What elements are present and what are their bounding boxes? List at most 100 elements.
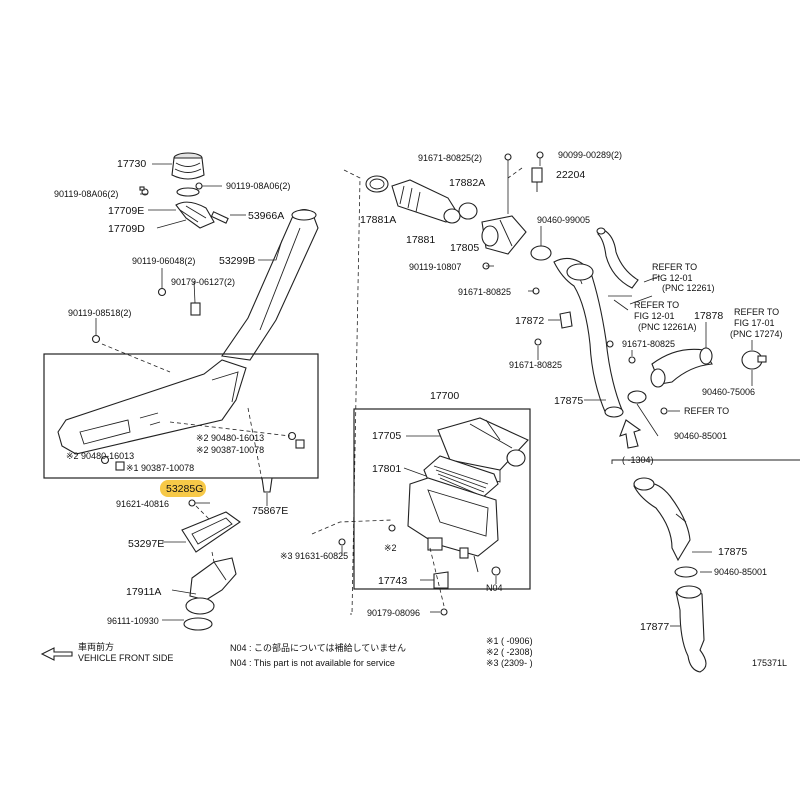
- bolt-icon[interactable]: [534, 338, 542, 346]
- air-inlet-plate-53297E[interactable]: [181, 511, 241, 553]
- label-90460-75006[interactable]: 90460-75006: [702, 387, 755, 397]
- label-96111-10930[interactable]: 96111-10930: [107, 616, 159, 626]
- nut-icon[interactable]: [491, 566, 501, 576]
- label-17805[interactable]: 17805: [450, 242, 479, 254]
- label-17875-b[interactable]: 17875: [718, 546, 747, 558]
- label-53297E[interactable]: 53297E: [128, 538, 164, 550]
- label-17877[interactable]: 17877: [640, 621, 669, 633]
- snorkel-lower-body[interactable]: [57, 359, 247, 455]
- clamp-ring[interactable]: [176, 187, 200, 197]
- label-90387-10078-a[interactable]: ※2 90387-10078: [196, 445, 264, 455]
- nut-icon[interactable]: [295, 439, 305, 449]
- hose-clamp-90460-99005[interactable]: [530, 245, 552, 261]
- label-90179-08096[interactable]: 90179-08096: [367, 608, 420, 618]
- label-91631-60825[interactable]: ※3 91631-60825: [280, 551, 348, 561]
- label-17881A[interactable]: 17881A: [360, 214, 396, 226]
- label-90119-08A06-a[interactable]: 90119-08A06(2): [54, 189, 118, 199]
- label-53966A[interactable]: 53966A: [248, 210, 284, 222]
- label-90119-10807[interactable]: 90119-10807: [409, 262, 461, 272]
- bracket-17743[interactable]: [433, 571, 449, 589]
- refer-fig-17-01[interactable]: REFER TO: [734, 307, 779, 317]
- label-90460-99005[interactable]: 90460-99005: [537, 215, 590, 225]
- snorkel-clamp[interactable]: [175, 201, 215, 229]
- hose-clamp-90460-85001-b[interactable]: [674, 566, 698, 578]
- bolt-icon[interactable]: [139, 186, 149, 196]
- intake-hose-17878[interactable]: [650, 347, 713, 388]
- bolt-icon[interactable]: [388, 524, 396, 532]
- label-90179-06127[interactable]: 90179-06127(2): [171, 277, 235, 287]
- label-17881[interactable]: 17881: [406, 234, 435, 246]
- label-17882A[interactable]: 17882A: [449, 177, 485, 189]
- label-91671-80825-mid[interactable]: 91671-80825: [458, 287, 511, 297]
- label-90119-08A06-b[interactable]: 90119-08A06(2): [226, 181, 290, 191]
- label-53285G[interactable]: 53285G: [166, 483, 203, 495]
- intake-hose-17881[interactable]: [391, 179, 461, 224]
- air-cleaner-case[interactable]: [407, 477, 499, 573]
- nut-icon[interactable]: [190, 302, 201, 316]
- air-intake-pipe-17877[interactable]: [675, 585, 707, 673]
- label-91671-80825-right[interactable]: 91671-80825: [622, 339, 675, 349]
- label-17730[interactable]: 17730: [117, 158, 146, 170]
- bolt-icon[interactable]: [504, 153, 512, 161]
- label-N04[interactable]: N04: [486, 583, 503, 593]
- label-17911A[interactable]: 17911A: [126, 586, 161, 598]
- refer-fig-12-01-b[interactable]: REFER TO: [634, 300, 679, 310]
- refer-to-note[interactable]: REFER TO: [684, 406, 729, 416]
- bolt-icon[interactable]: [338, 538, 346, 546]
- clip-75867E[interactable]: [261, 477, 273, 493]
- hose-clamp-17882A[interactable]: [458, 202, 478, 220]
- air-cleaner-cover-17705[interactable]: [437, 417, 529, 483]
- air-inlet-elbow-17911A[interactable]: [189, 557, 237, 601]
- label-17700[interactable]: 17700: [430, 390, 459, 402]
- bolt-icon[interactable]: [195, 182, 203, 190]
- bolt-icon[interactable]: [536, 151, 544, 159]
- refer-fig-12-01-a[interactable]: REFER TO: [652, 262, 697, 272]
- label-90480-16013-a[interactable]: ※2 90480-16013: [196, 433, 264, 443]
- intake-hose-17875[interactable]: [553, 257, 624, 418]
- bracket-17872[interactable]: [559, 311, 573, 329]
- label-22204[interactable]: 22204: [556, 169, 585, 181]
- label-17801[interactable]: 17801: [372, 463, 401, 475]
- label-75867E[interactable]: 75867E: [252, 505, 288, 517]
- air-flow-meter-17805[interactable]: [481, 215, 527, 255]
- bolt-icon[interactable]: [91, 334, 101, 344]
- bolt-icon[interactable]: [157, 287, 167, 297]
- label-90099-00289[interactable]: 90099-00289(2): [558, 150, 622, 160]
- label-91671-80825-top[interactable]: 91671-80825(2): [418, 153, 482, 163]
- sensor-22204[interactable]: [531, 167, 543, 192]
- label-90460-85001-b[interactable]: 90460-85001: [714, 567, 767, 577]
- label-17878[interactable]: 17878: [694, 310, 723, 322]
- snorkel-head-cap[interactable]: [171, 152, 205, 180]
- snorkel-pipe[interactable]: [221, 209, 319, 361]
- seal-53966A[interactable]: [210, 211, 229, 224]
- hose-band-96111[interactable]: [183, 617, 213, 631]
- label-17705[interactable]: 17705: [372, 430, 401, 442]
- hose-clamp-17881A[interactable]: [365, 175, 389, 193]
- label-91671-80825-low[interactable]: 91671-80825: [509, 360, 562, 370]
- label-17743[interactable]: 17743: [378, 575, 407, 587]
- label-90119-06048[interactable]: 90119-06048(2): [132, 256, 195, 266]
- intake-hose-17875-variant[interactable]: [633, 477, 691, 562]
- bolt-icon[interactable]: [188, 499, 196, 507]
- nut-icon[interactable]: [115, 461, 125, 471]
- label-17872[interactable]: 17872: [515, 315, 544, 327]
- label-90460-85001[interactable]: 90460-85001: [674, 431, 727, 441]
- bolt-icon[interactable]: [100, 455, 110, 465]
- label-91621-40816[interactable]: 91621-40816: [116, 499, 169, 509]
- label-90387-10078-b[interactable]: ※1 90387-10078: [126, 463, 194, 473]
- label-53299B[interactable]: 53299B: [219, 255, 255, 267]
- bolt-icon[interactable]: [628, 356, 636, 364]
- hose-clamp-90460-75006[interactable]: [741, 350, 767, 370]
- bolt-icon[interactable]: [440, 608, 448, 616]
- bolt-icon[interactable]: [606, 340, 614, 348]
- label-90480-16013-b[interactable]: ※2 90480-16013: [66, 451, 134, 461]
- label-17709E[interactable]: 17709E: [108, 205, 144, 217]
- hose-clamp-96111[interactable]: [185, 597, 215, 615]
- label-17709D[interactable]: 17709D: [108, 223, 145, 235]
- bolt-icon[interactable]: [660, 407, 668, 415]
- label-90119-08518[interactable]: 90119-08518(2): [68, 308, 131, 318]
- hose-clamp-upper[interactable]: [566, 263, 594, 281]
- breather-hose[interactable]: [596, 227, 639, 289]
- label-17875[interactable]: 17875: [554, 395, 583, 407]
- hose-clamp-90460-85001[interactable]: [627, 390, 647, 404]
